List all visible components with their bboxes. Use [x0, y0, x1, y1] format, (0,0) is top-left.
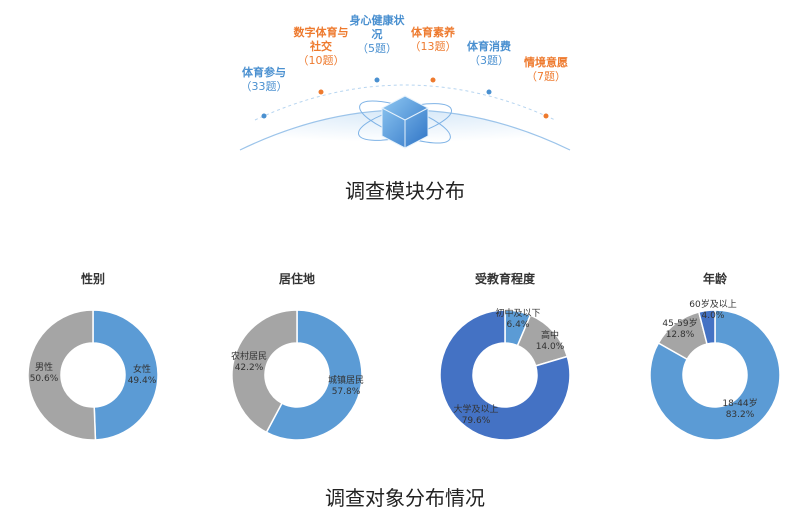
module-count: （13题）	[409, 40, 457, 53]
donut-slice-1-0	[265, 309, 363, 441]
chart-title-2: 受教育程度	[474, 272, 535, 286]
donut-slice-0-0	[92, 309, 159, 441]
slice-name: 18-44岁	[722, 399, 758, 409]
module-diagram	[239, 77, 571, 151]
module-name: 体育参与	[242, 66, 286, 79]
module-label-0: 体育参与（33题）	[241, 66, 288, 94]
slice-name: 农村居民	[230, 352, 268, 362]
module-dot-0	[261, 113, 267, 119]
module-dot-5	[543, 113, 549, 119]
module-count: （5题）	[357, 42, 397, 55]
module-section-title: 调查模块分布	[345, 179, 465, 203]
slice-value: 49.4%	[127, 376, 157, 386]
module-label-3: 体育素养（13题）	[410, 26, 457, 54]
slice-value: 12.8%	[665, 330, 695, 340]
slice-name: 城镇居民	[327, 376, 365, 386]
module-name: 身心健康状况	[349, 14, 405, 41]
slice-value: 79.6%	[461, 416, 491, 426]
donut-slice-0-1	[27, 309, 97, 441]
donut-slice-1-1	[231, 309, 298, 434]
module-dot-2	[374, 77, 380, 83]
module-name: 情境意愿	[524, 56, 568, 69]
chart-title-1: 居住地	[278, 272, 315, 286]
module-name: 体育消费	[467, 40, 511, 53]
slice-name: 初中及以下	[495, 309, 541, 319]
slice-name: 男性	[34, 363, 53, 373]
slice-value: 14.0%	[535, 342, 565, 352]
module-count: （10题）	[297, 54, 345, 67]
module-name: 体育素养	[411, 26, 455, 39]
object-section-title: 调查对象分布情况	[325, 486, 485, 510]
module-count: （3题）	[469, 54, 509, 67]
module-label-1: 数字体育与社交（10题）	[292, 26, 350, 68]
donut-slice-2-2	[439, 309, 571, 441]
slice-name: 高中	[540, 331, 559, 341]
module-count: （7题）	[526, 70, 566, 83]
donut-slice-3-0	[649, 309, 781, 441]
slice-value: 57.8%	[331, 387, 361, 397]
slice-name: 60岁及以上	[689, 300, 737, 310]
module-dot-3	[430, 77, 436, 83]
chart-title-3: 年龄	[702, 272, 727, 286]
slice-value: 83.2%	[725, 410, 755, 420]
slice-value: 6.4%	[506, 320, 530, 330]
gem-icon	[357, 95, 453, 149]
slice-value: 50.6%	[29, 374, 59, 384]
chart-title-0: 性别	[80, 272, 105, 286]
module-label-5: 情境意愿（7题）	[524, 56, 568, 84]
module-label-4: 体育消费（3题）	[467, 40, 511, 68]
module-count: （33题）	[240, 80, 288, 93]
module-dot-4	[486, 89, 492, 95]
slice-value: 42.2%	[234, 363, 264, 373]
slice-name: 女性	[132, 365, 151, 375]
slice-value: 4.0%	[701, 311, 725, 321]
module-dot-1	[318, 89, 324, 95]
slice-name: 大学及以上	[453, 405, 499, 415]
module-label-2: 身心健康状况（5题）	[348, 14, 406, 56]
slice-name: 45-59岁	[662, 319, 698, 329]
donut-slice-3-2	[697, 309, 716, 345]
module-name: 数字体育与社交	[293, 26, 349, 53]
